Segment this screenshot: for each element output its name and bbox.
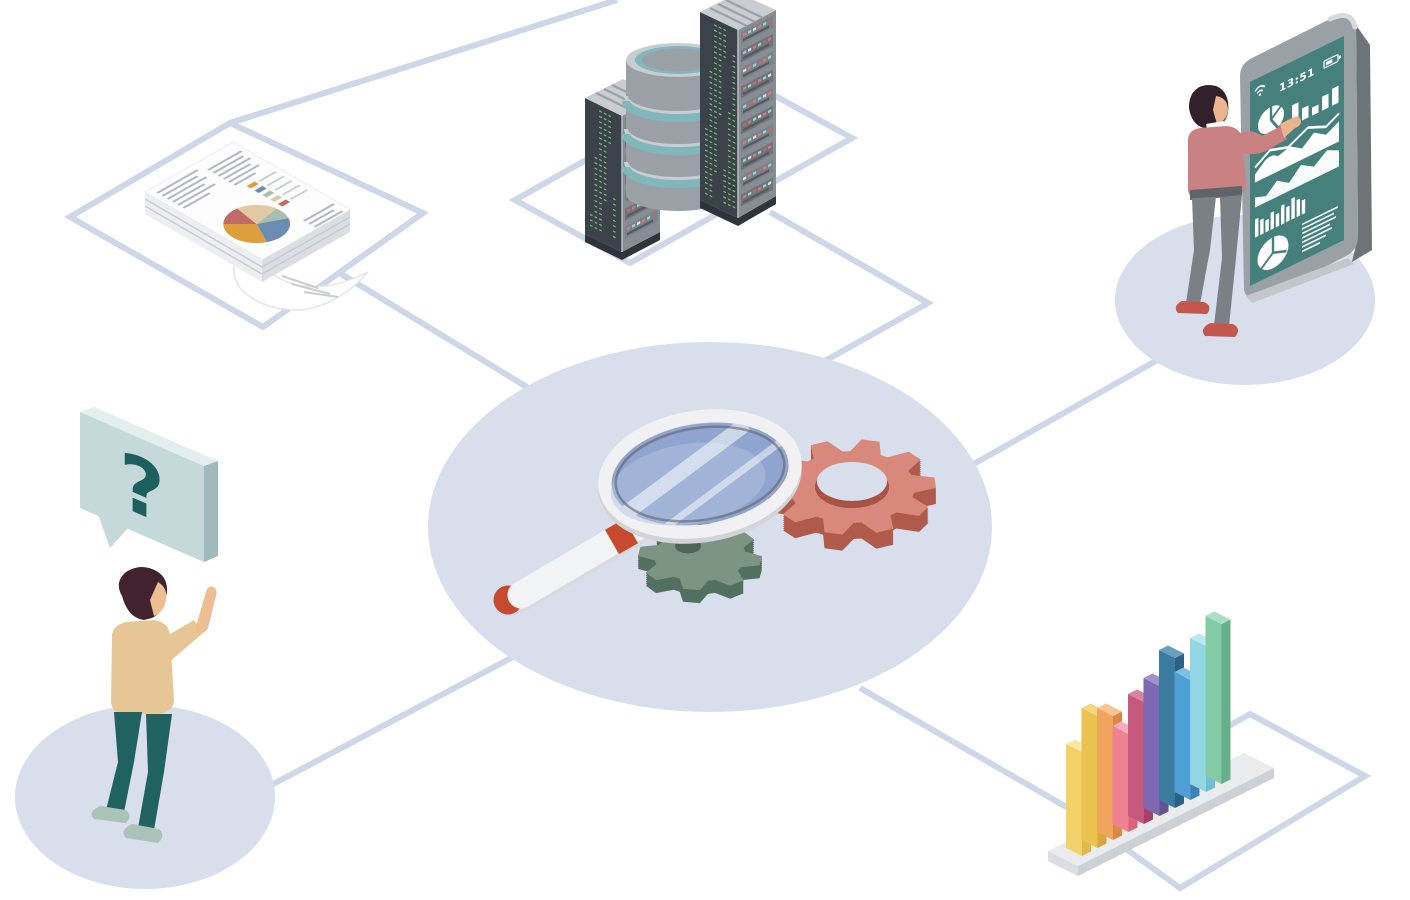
stack-side-left	[145, 192, 262, 282]
bar-b2	[1081, 708, 1098, 848]
bubble-face	[80, 412, 204, 562]
bar-chart-3d	[1048, 611, 1274, 876]
chart-platform-front	[1048, 851, 1078, 876]
rack-panels	[741, 15, 773, 207]
person-leg	[1186, 197, 1216, 304]
connector-server-hub	[768, 209, 935, 378]
widget-line-chart	[1254, 112, 1340, 183]
pie-legend	[246, 171, 309, 207]
magnifying-glass	[493, 409, 802, 615]
widget-area-chart	[1255, 150, 1339, 208]
battery-icon	[1323, 54, 1341, 69]
report-documents	[144, 141, 369, 311]
person-hand	[1280, 116, 1301, 138]
documents-diamond-outline	[64, 119, 429, 331]
widget-pie-chart	[1257, 235, 1289, 270]
person-analyst	[1175, 85, 1301, 337]
bars-3d	[1066, 611, 1231, 856]
bar-b10	[1205, 616, 1222, 784]
bar-b4	[1112, 726, 1129, 832]
database-servers	[585, 0, 776, 260]
rack-code-lines	[590, 110, 616, 239]
wifi-icon	[1254, 84, 1266, 97]
person-shoe	[1202, 323, 1239, 337]
bubble-tail	[98, 514, 128, 548]
connector-hub-chart	[858, 685, 1077, 815]
user-question: ?	[80, 407, 218, 843]
person-leg	[1214, 195, 1242, 326]
pie-slice-s1	[223, 208, 257, 224]
bar-b1	[1066, 744, 1082, 856]
document-pie-chart	[223, 204, 291, 244]
question-mark: ?	[119, 434, 164, 544]
top-sheet	[144, 141, 352, 260]
person-hand-pointing	[196, 586, 217, 634]
connector-doc-hub	[336, 269, 547, 401]
pie-slice-s5	[223, 224, 267, 244]
legend-swatch	[262, 190, 275, 198]
connector-analyst-hub	[970, 351, 1170, 468]
legend-swatch	[246, 181, 259, 189]
legend-swatch	[270, 195, 283, 202]
person-face	[1213, 96, 1228, 124]
widget-histogram	[1255, 197, 1306, 238]
rack-front	[585, 98, 622, 252]
legend-swatch	[277, 199, 291, 207]
person-torso	[1188, 126, 1246, 199]
bar-b8	[1174, 672, 1191, 800]
widget-donut-chart	[1258, 105, 1284, 135]
phone: 13:51	[1240, 12, 1372, 303]
legend-swatch	[254, 186, 267, 193]
person-face	[150, 582, 167, 616]
magnifier-rim	[598, 409, 802, 539]
connector-question-hub	[260, 645, 532, 793]
pie-slice-s3	[256, 208, 289, 224]
bar-b5	[1128, 694, 1144, 824]
widget-text-lines	[1302, 205, 1338, 253]
person-arm	[1238, 126, 1287, 155]
pie-slice-s4	[256, 218, 291, 243]
bar-b6	[1143, 678, 1160, 816]
person-leg	[106, 712, 142, 812]
phone-side	[1352, 25, 1372, 262]
stack-side-right	[262, 210, 350, 282]
bar-b3	[1097, 708, 1113, 840]
bar-b9	[1190, 638, 1206, 792]
analyst-dashboard: 13:51	[1175, 12, 1372, 337]
sheet-text-lines	[156, 150, 344, 228]
connector-doc-top	[229, 0, 618, 126]
server-rack-right	[700, 0, 776, 226]
person-shoe	[123, 824, 163, 843]
phone-bottom	[1246, 258, 1354, 303]
person-question	[91, 567, 217, 843]
rack-top	[700, 0, 776, 30]
bubble-side	[204, 461, 218, 562]
person-torso	[111, 620, 174, 714]
person-shoe	[1175, 301, 1210, 314]
speech-bubble: ?	[80, 407, 218, 562]
rack-code-lines	[705, 24, 736, 209]
pie-slice-s2	[237, 204, 277, 224]
analysis-hub	[493, 409, 936, 615]
widget-bar-chart	[1292, 85, 1339, 126]
connector-lines	[64, 0, 1372, 892]
chart-platform-side	[1078, 768, 1274, 876]
person-shoe	[91, 806, 130, 823]
handle-band	[604, 518, 639, 555]
person-leg	[138, 714, 172, 830]
bar-b7	[1159, 650, 1175, 808]
